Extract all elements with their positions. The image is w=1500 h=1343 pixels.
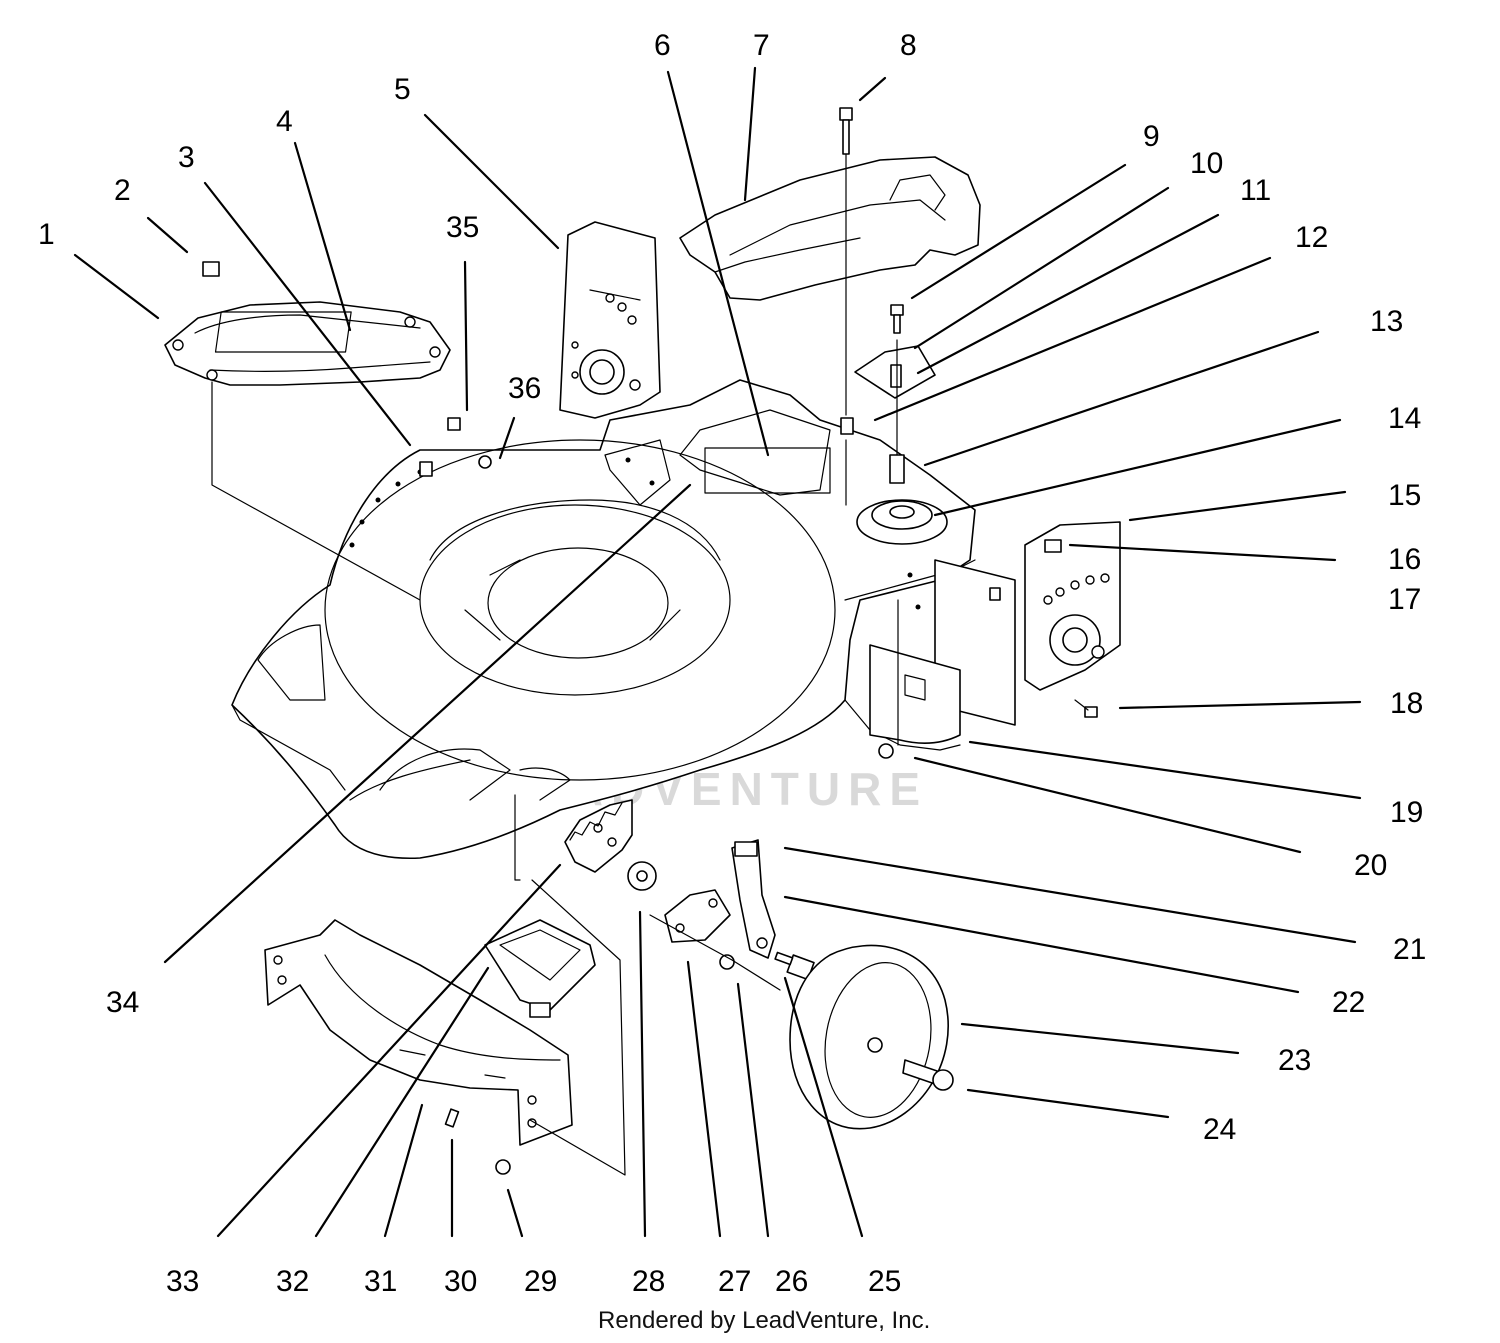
callout-27: 27 — [718, 1265, 751, 1298]
part-32-height-lever — [564, 799, 633, 873]
callout-21: 21 — [1393, 933, 1426, 966]
mower-deck — [231, 379, 976, 860]
callout-13: 13 — [1370, 305, 1403, 338]
callout-33: 33 — [166, 1265, 199, 1298]
callout-15: 15 — [1388, 479, 1421, 512]
part-31-front-baffle — [264, 919, 573, 1146]
callout-3: 3 — [178, 141, 195, 174]
callout-26: 26 — [775, 1265, 808, 1298]
callout-24: 24 — [1203, 1113, 1236, 1146]
part-4-rear-shield — [164, 301, 451, 386]
callout-19: 19 — [1390, 796, 1423, 829]
part-20-nut — [878, 743, 894, 759]
callout-labels: 1 2 3 4 5 6 7 8 9 10 11 12 13 14 15 16 1… — [38, 29, 1426, 1298]
part-9-bolt — [890, 304, 904, 334]
callout-31: 31 — [364, 1265, 397, 1298]
part-28-spacer — [627, 861, 657, 891]
part-13-bushing — [889, 454, 905, 484]
callout-23: 23 — [1278, 1044, 1311, 1077]
phantom-lines — [211, 154, 899, 1176]
part-33-knob — [484, 919, 596, 1018]
callout-8: 8 — [900, 29, 917, 62]
callout-18: 18 — [1390, 687, 1423, 720]
part-36-nut — [478, 455, 492, 469]
callout-1: 1 — [38, 218, 55, 251]
callout-2: 2 — [114, 174, 131, 207]
part-14-pulley — [856, 499, 948, 545]
part-23-wheel — [789, 944, 949, 1130]
callout-22: 22 — [1332, 986, 1365, 1019]
part-5-height-plate — [559, 221, 661, 419]
part-8-bolt — [839, 107, 853, 155]
callout-5: 5 — [394, 73, 411, 106]
callout-4: 4 — [276, 105, 293, 138]
callout-12: 12 — [1295, 221, 1328, 254]
callout-35: 35 — [446, 211, 479, 244]
callout-34: 34 — [106, 986, 139, 1019]
part-35-screw — [419, 417, 461, 477]
part-7-housing — [679, 156, 981, 301]
part-12-spacer — [840, 417, 854, 435]
part-29-nut — [495, 1159, 511, 1175]
part-27-pivot-plate — [664, 889, 731, 943]
callout-6: 6 — [654, 29, 671, 62]
part-19-rear-baffle — [869, 559, 1016, 745]
part-30-screw — [444, 1108, 460, 1128]
callout-29: 29 — [524, 1265, 557, 1298]
part-15-height-plate — [1024, 521, 1121, 691]
callout-17: 17 — [1388, 583, 1421, 616]
callout-7: 7 — [753, 29, 770, 62]
callout-32: 32 — [276, 1265, 309, 1298]
part-10-bracket — [854, 345, 936, 399]
leader-lines — [73, 66, 1362, 1238]
callout-28: 28 — [632, 1265, 665, 1298]
callout-16: 16 — [1388, 543, 1421, 576]
part-24-axle-bolt — [902, 1059, 954, 1091]
callout-11: 11 — [1240, 174, 1271, 207]
part-25-bolt — [774, 951, 815, 981]
callout-9: 9 — [1143, 120, 1160, 153]
callout-14: 14 — [1388, 402, 1421, 435]
callout-25: 25 — [868, 1265, 901, 1298]
part-2-nut — [202, 261, 220, 277]
callout-20: 20 — [1354, 849, 1387, 882]
callout-10: 10 — [1190, 147, 1223, 180]
part-22-wheel-arm — [731, 839, 776, 959]
callout-36: 36 — [508, 372, 541, 405]
callout-30: 30 — [444, 1265, 477, 1298]
part-18-bolt — [1074, 699, 1098, 718]
credit-text: Rendered by LeadVenture, Inc. — [598, 1307, 930, 1334]
